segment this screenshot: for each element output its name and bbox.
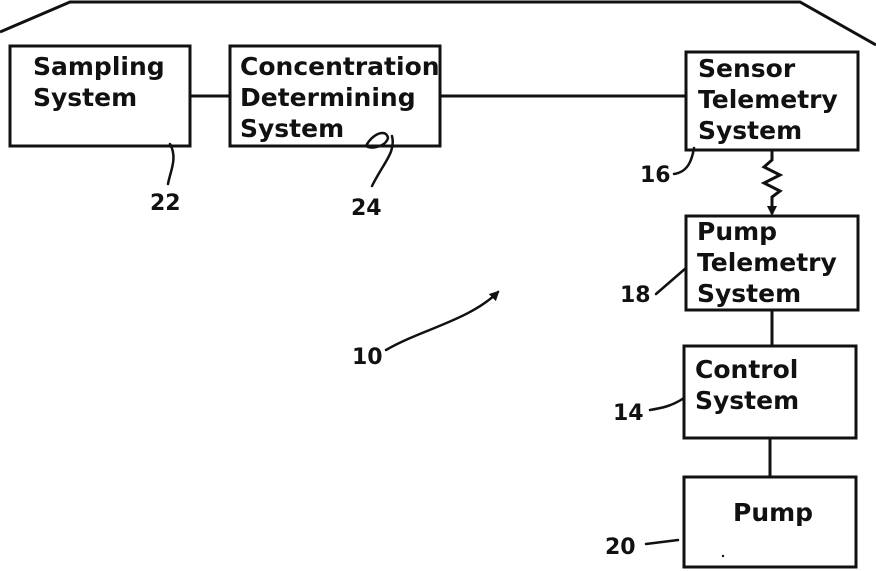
concentration-label-line2: Determining bbox=[240, 83, 416, 112]
sensor-telemetry-label-line1: Sensor bbox=[698, 54, 796, 83]
control-system-label-line1: Control bbox=[695, 355, 798, 384]
ref-10: 10 bbox=[352, 345, 383, 370]
sensor-telemetry-label-line2: Telemetry bbox=[698, 85, 838, 114]
leader-18 bbox=[656, 268, 686, 294]
sampling-system-block: Sampling System bbox=[10, 46, 190, 146]
concentration-determining-system-block: Concentration Determining System bbox=[230, 46, 440, 146]
ref-20: 20 bbox=[605, 535, 636, 560]
control-system-block: Control System bbox=[684, 346, 856, 438]
control-system-label-line2: System bbox=[695, 386, 799, 415]
leader-20 bbox=[646, 540, 678, 544]
ref-18: 18 bbox=[620, 283, 651, 308]
pump-label: Pump bbox=[733, 498, 813, 527]
sensor-telemetry-system-block: Sensor Telemetry System bbox=[686, 52, 858, 150]
leader-22 bbox=[168, 144, 173, 184]
pump-block: Pump bbox=[684, 477, 856, 567]
pump-telemetry-label-line3: System bbox=[697, 279, 801, 308]
arrow-10 bbox=[386, 292, 498, 350]
pump-telemetry-label-line2: Telemetry bbox=[697, 248, 837, 277]
ref-14: 14 bbox=[613, 401, 644, 426]
ref-24: 24 bbox=[351, 196, 382, 221]
sampling-system-label-line2: System bbox=[33, 83, 137, 112]
leader-16 bbox=[674, 148, 694, 174]
pump-telemetry-label-line1: Pump bbox=[697, 217, 777, 246]
concentration-label-line3: System bbox=[240, 114, 344, 143]
wireless-link-sensor-to-pump-telemetry bbox=[764, 150, 780, 214]
ref-22: 22 bbox=[150, 191, 181, 216]
pump-telemetry-system-block: Pump Telemetry System bbox=[686, 216, 858, 310]
concentration-label-line1: Concentration bbox=[240, 52, 440, 81]
ref-16: 16 bbox=[640, 163, 671, 188]
leader-14 bbox=[650, 398, 684, 410]
sensor-telemetry-label-line3: System bbox=[698, 116, 802, 145]
enclosure-outline bbox=[0, 2, 876, 45]
speck-mark bbox=[722, 555, 724, 557]
sampling-system-label-line1: Sampling bbox=[33, 52, 165, 81]
